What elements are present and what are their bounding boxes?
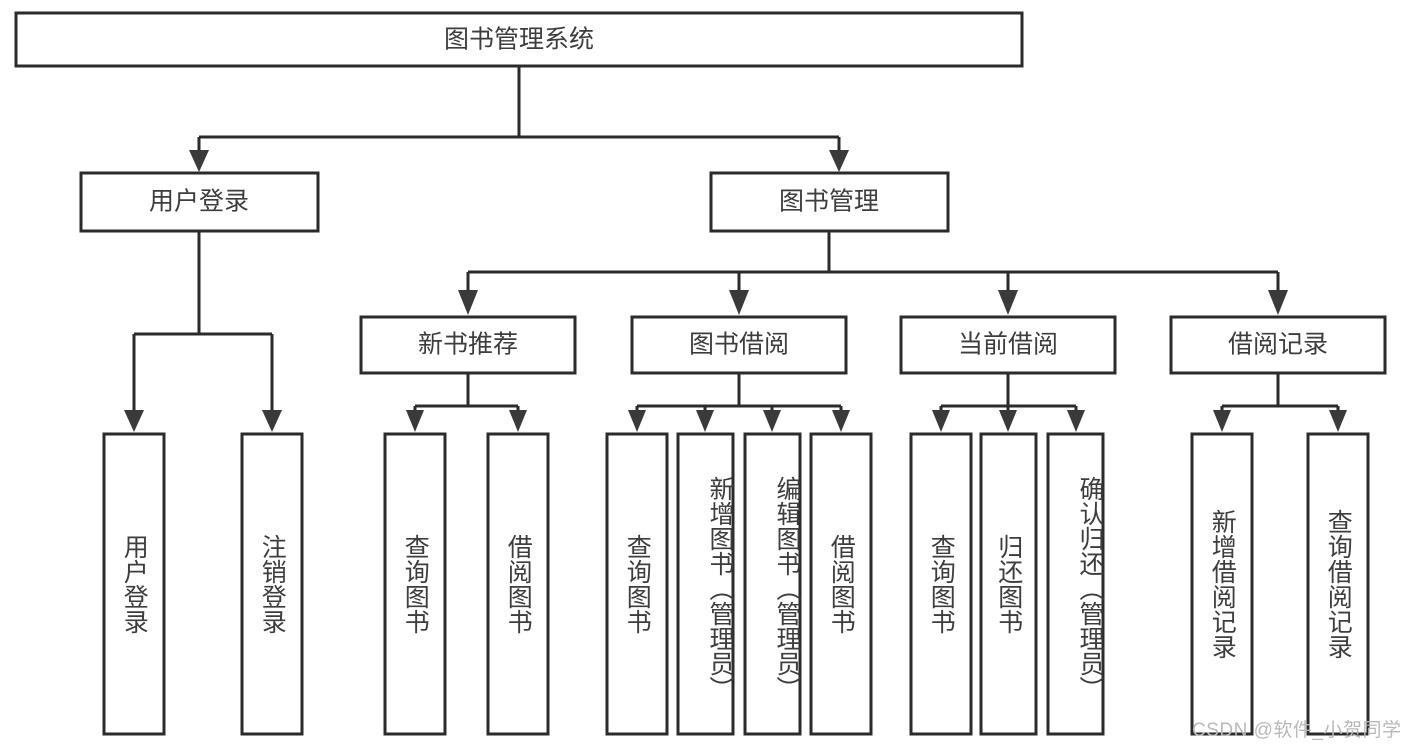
node-user-login-label: 用户登录 — [149, 188, 249, 216]
node-root-label: 图书管理系统 — [444, 26, 594, 54]
leaf-box-query-record[interactable] — [1306, 432, 1370, 736]
node-book-manage[interactable]: 图书管理 — [709, 171, 950, 233]
node-book-borrow[interactable]: 图书借阅 — [630, 315, 848, 375]
connector-newbook-to-leaves — [406, 373, 527, 432]
connector-bookborrow-to-leaves — [628, 373, 850, 432]
leaf-box-confirm-return[interactable] — [1046, 432, 1105, 736]
node-current-borrow[interactable]: 当前借阅 — [899, 315, 1117, 375]
leaf-box-query-book-2[interactable] — [605, 432, 669, 736]
node-new-book-recommend-label: 新书推荐 — [418, 331, 518, 359]
leaf-box-add-book[interactable] — [676, 432, 735, 736]
leaf-box-add-record[interactable] — [1190, 432, 1254, 736]
leaf-box-user-logout[interactable] — [240, 432, 304, 736]
connector-userlogin-to-leaves — [124, 231, 282, 432]
node-new-book-recommend[interactable]: 新书推荐 — [359, 315, 577, 375]
connector-borrowrecord-to-leaves — [1213, 373, 1347, 432]
connector-root-to-level2 — [189, 66, 849, 172]
connector-currentborrow-to-leaves — [932, 373, 1085, 432]
node-borrow-record-label: 借阅记录 — [1228, 331, 1328, 359]
node-root[interactable]: 图书管理系统 — [14, 11, 1024, 68]
leaf-box-edit-book[interactable] — [743, 432, 802, 736]
leaf-box-borrow-book-1[interactable] — [486, 432, 550, 736]
leaf-box-user-login[interactable] — [102, 432, 166, 736]
leaf-box-borrow-book-2[interactable] — [809, 432, 873, 736]
leaf-box-return-book[interactable] — [979, 432, 1038, 736]
node-user-login[interactable]: 用户登录 — [79, 171, 320, 233]
node-borrow-record[interactable]: 借阅记录 — [1169, 315, 1387, 375]
node-book-borrow-label: 图书借阅 — [689, 331, 789, 359]
leaf-box-query-book-1[interactable] — [383, 432, 447, 736]
csdn-watermark: CSDN @软件_小贺同学 — [1192, 720, 1402, 741]
leaf-box-query-book-3[interactable] — [909, 432, 973, 736]
node-book-manage-label: 图书管理 — [779, 188, 879, 216]
connector-bookmanage-to-level3 — [458, 231, 1288, 315]
node-current-borrow-label: 当前借阅 — [958, 331, 1058, 359]
